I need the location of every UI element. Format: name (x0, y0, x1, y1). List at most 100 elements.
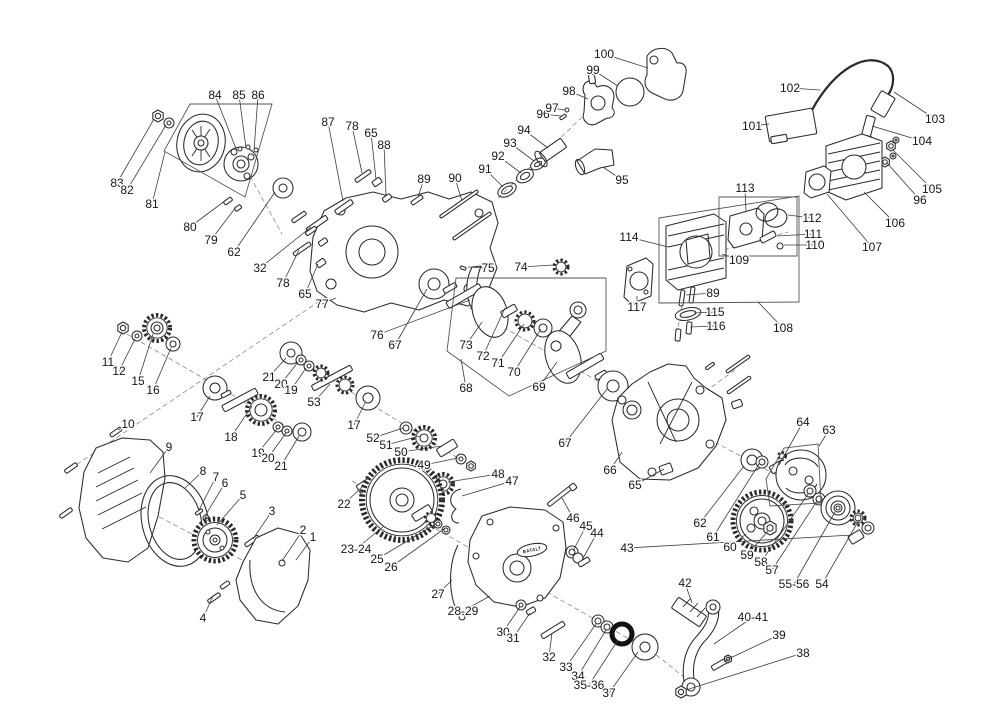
part-shape (249, 559, 286, 613)
part-shape (811, 59, 895, 111)
leader-line-33 (565, 623, 597, 668)
part-shape (501, 185, 513, 195)
leader-line-43 (626, 534, 853, 549)
part-label-104-32: 104 (912, 134, 932, 148)
part-label-70-53: 70 (507, 365, 521, 379)
leader-line-17 (196, 395, 211, 418)
part-shape (518, 602, 524, 608)
leader-line-23-24 (355, 525, 385, 550)
leader-line-116 (689, 325, 717, 328)
part-shape (78, 437, 166, 563)
clutch-shoe-group-box-63 (765, 443, 822, 507)
part-shape (870, 90, 896, 118)
leader-line-72 (482, 307, 506, 357)
part-label-78-14: 78 (345, 119, 359, 133)
part-shape (278, 183, 288, 193)
piston-group-box-109 (718, 196, 798, 257)
part-label-73-50: 73 (459, 338, 473, 352)
part-shape (306, 363, 312, 369)
part-label-10-75: 10 (121, 417, 135, 431)
part-shape (685, 321, 693, 335)
leader-line-115 (693, 311, 716, 314)
part-label-19-69: 19 (284, 383, 298, 397)
part-label-45-92: 45 (579, 519, 593, 533)
leader-line-52 (372, 427, 404, 439)
part-shape (825, 495, 851, 521)
leader-line-92 (497, 155, 522, 174)
part-label-52-85: 52 (366, 431, 380, 445)
part-shapes: BATALT (59, 47, 900, 699)
leader-line-27 (437, 579, 453, 595)
part-shape (746, 454, 758, 466)
part-shape (827, 178, 881, 191)
part-shape (309, 191, 499, 313)
part-shape (223, 196, 233, 206)
leader-line-30 (502, 606, 521, 633)
part-label-101-30: 101 (742, 119, 762, 133)
part-shape (679, 310, 697, 318)
part-shape (788, 466, 798, 476)
part-shape (435, 521, 441, 527)
part-label-42-108: 42 (678, 576, 692, 590)
leader-line-62 (699, 465, 745, 524)
part-label-95-28: 95 (615, 173, 629, 187)
part-shape (317, 237, 329, 247)
part-shape (671, 597, 707, 627)
leader-line-50 (400, 445, 443, 453)
leader-line-66 (609, 451, 623, 471)
part-shape (169, 340, 177, 348)
leader-line-21 (280, 435, 300, 467)
part-label-46-91: 46 (566, 511, 580, 525)
leader-line-64 (778, 421, 804, 466)
part-shape (573, 305, 583, 315)
leader-line-83 (116, 118, 155, 184)
part-shape (776, 242, 784, 250)
part-label-83-3: 83 (110, 176, 124, 190)
part-shape (806, 487, 814, 495)
leader-line-111 (776, 233, 814, 237)
part-shape (212, 537, 218, 543)
part-label-3-81: 3 (269, 504, 276, 518)
part-shape (627, 266, 633, 272)
part-shape (709, 603, 717, 611)
part-shape (533, 160, 543, 168)
part-label-110-40: 110 (805, 238, 824, 252)
part-label-96-34: 96 (913, 193, 927, 207)
leader-line-19 (290, 367, 307, 391)
part-label-38-111: 38 (796, 646, 810, 660)
leader-line-65 (634, 468, 665, 486)
part-shape (603, 623, 611, 631)
part-label-102-29: 102 (780, 81, 800, 95)
part-shape (534, 150, 548, 168)
leader-line-65 (370, 132, 377, 180)
leader-line-78 (282, 249, 300, 284)
part-shape (666, 408, 690, 432)
part-shape (497, 182, 517, 198)
part-shape (764, 107, 818, 143)
part-shape (674, 328, 682, 342)
part-shape (449, 544, 462, 616)
part-label-28-29-100: 28-29 (448, 604, 479, 618)
part-shape (615, 77, 645, 107)
part-shape (682, 597, 692, 608)
part-shape (725, 354, 751, 374)
leader-line-12 (118, 338, 136, 372)
part-shape (419, 433, 429, 443)
leader-line-80 (189, 199, 227, 228)
part-label-27-99: 27 (431, 587, 445, 601)
part-label-47-90: 47 (505, 474, 519, 488)
part-shape (234, 204, 242, 212)
part-shape (245, 144, 251, 150)
leader-line-57 (771, 500, 818, 571)
leader-line-2 (281, 529, 304, 562)
part-shape (766, 524, 774, 532)
part-shape (804, 475, 814, 485)
part-shape (609, 621, 635, 647)
part-label-89-17: 89 (417, 172, 431, 186)
leader-line-15 (137, 333, 154, 382)
part-label-44-93: 44 (590, 526, 604, 540)
leader-line-32 (548, 632, 553, 658)
part-shape (726, 375, 752, 395)
leader-line-76 (376, 299, 471, 336)
part-shape (731, 398, 743, 410)
